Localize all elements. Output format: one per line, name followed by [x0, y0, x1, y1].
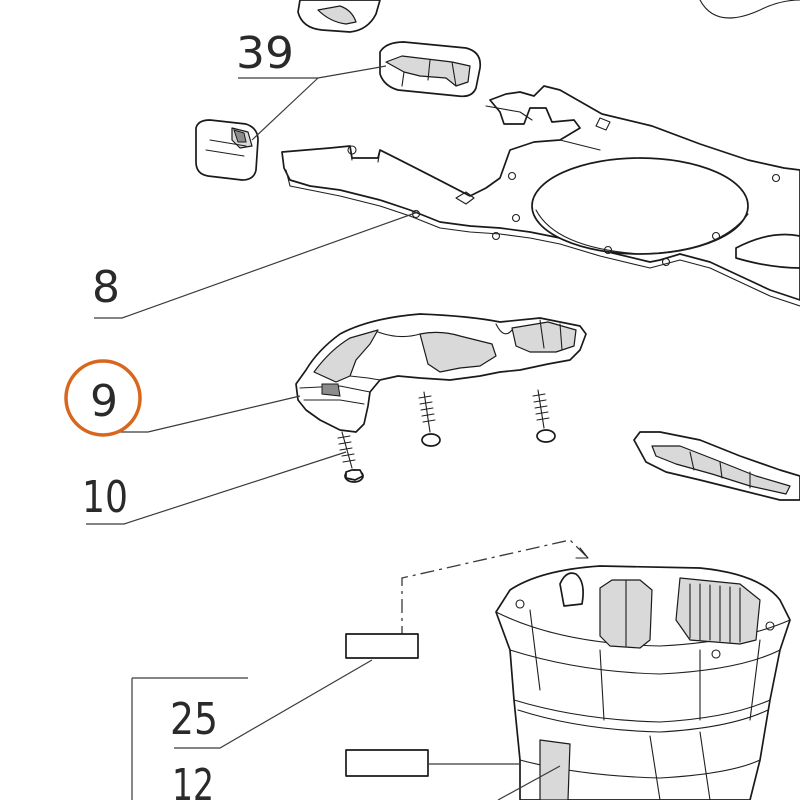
callout-8: 8	[92, 262, 120, 313]
part-39-clip-large	[379, 41, 482, 98]
part-12-label-plate	[345, 749, 429, 777]
highlight-circle	[64, 359, 142, 437]
callout-9: 9	[90, 376, 118, 427]
part-10-screw-1	[337, 431, 364, 483]
callout-10: 10	[82, 472, 128, 523]
callout-39: 39	[236, 28, 294, 79]
part-10-screw-3	[532, 389, 556, 443]
leader-lines	[86, 65, 561, 800]
callout-25: 25	[170, 694, 218, 745]
right-handle-part	[633, 431, 800, 501]
top-cap-part	[297, 0, 800, 33]
motor-housing-part	[495, 565, 791, 800]
part-10-screw-2	[418, 391, 441, 447]
part-39-clip-small	[195, 119, 259, 181]
part-8-base-plate	[281, 85, 800, 307]
part-9-handle	[295, 313, 587, 433]
assembly-dashed-path	[401, 539, 589, 640]
part-25-label-plate	[345, 633, 419, 659]
callout-12: 12	[172, 760, 214, 800]
